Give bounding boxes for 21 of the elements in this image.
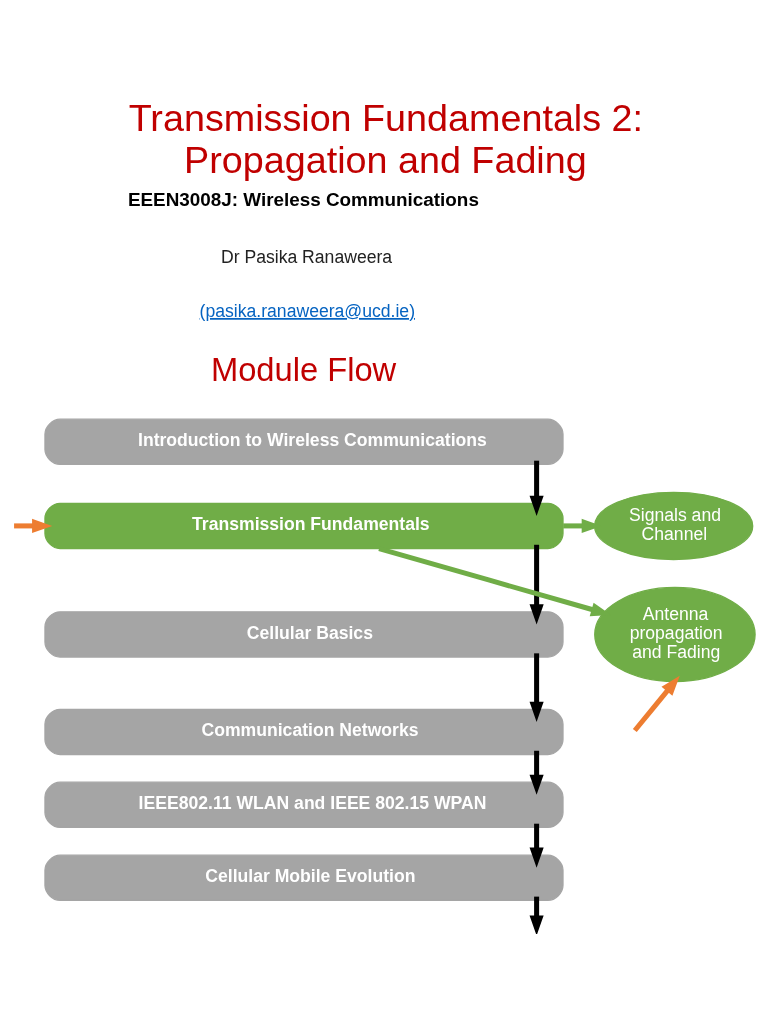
- arrow: [632, 675, 680, 732]
- node-box: Communication Networks: [44, 708, 564, 755]
- label: Dr Pasika Ranaweera: [220, 246, 393, 267]
- arrow: [529, 652, 544, 722]
- node-box: IEEE802.11 WLAN and IEEE 802.15 WPAN: [44, 781, 564, 828]
- arrow: [529, 823, 544, 868]
- node-box: Introduction to Wireless Communications: [44, 418, 564, 465]
- node-ellipse: Antenna propagation and Fading: [594, 586, 756, 682]
- node-ellipse: Signals and Channel: [594, 491, 754, 560]
- node-box: Cellular Basics: [44, 610, 564, 658]
- arrow: [529, 460, 544, 516]
- label: EEEN3008J: Wireless Communications: [127, 188, 479, 210]
- arrow: [529, 896, 544, 934]
- label: Module Flow: [210, 350, 397, 388]
- arrow: [529, 544, 544, 624]
- arrow: [14, 518, 53, 533]
- diagram-title: Transmission Fundamentals 2: Propagation and Fading: [128, 96, 644, 181]
- label: (pasika.ranaweera@ucd.ie): [199, 300, 416, 321]
- arrow: [529, 750, 544, 795]
- node-box: Cellular Mobile Evolution: [44, 854, 564, 901]
- node-box: Transmission Fundamentals: [44, 502, 564, 549]
